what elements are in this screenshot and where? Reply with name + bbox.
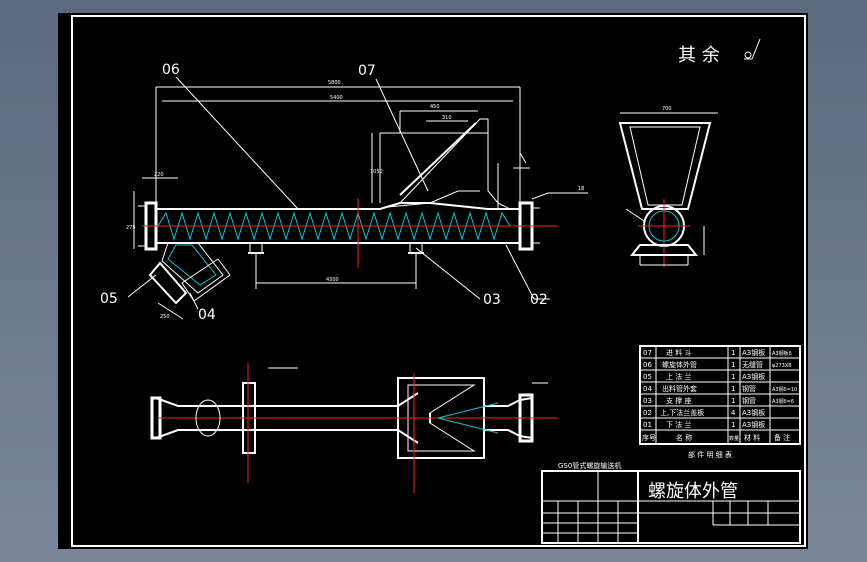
svg-text:1: 1 [731,373,735,381]
surface-roughness-symbol [744,38,761,60]
top-view [150,363,558,493]
title-block [541,470,801,544]
svg-text:无缝管: 无缝管 [742,360,763,369]
part-label-06: 06 [162,62,180,78]
svg-text:A3钢δ=10: A3钢δ=10 [772,386,797,393]
svg-text:A3钢板: A3钢板 [742,348,765,357]
dim-support-span: 4300 [326,277,339,283]
dim-flange-height: 275 [126,225,136,231]
title-block-name: 螺旋体外管 [648,481,738,502]
svg-text:A3钢板: A3钢板 [742,420,765,429]
dim-flange-width: 220 [154,172,164,178]
part-label-03: 03 [483,292,501,308]
svg-text:上 法 兰: 上 法 兰 [666,372,691,381]
dim-hopper-height: 1050 [370,169,383,175]
dim-outlet: 250 [160,314,170,320]
svg-text:06: 06 [643,361,652,369]
svg-text:名 称: 名 称 [676,433,692,442]
svg-text:序号: 序号 [642,433,656,442]
part-label-07: 07 [358,63,376,79]
svg-text:材 料: 材 料 [744,433,760,442]
svg-text:03: 03 [643,397,652,405]
svg-text:05: 05 [643,373,652,381]
svg-text:支 撑 座: 支 撑 座 [666,396,691,405]
dim-end: 18 [578,186,584,192]
svg-text:上,下法兰盖板: 上,下法兰盖板 [660,408,704,417]
svg-text:螺旋体外管: 螺旋体外管 [662,360,697,369]
svg-text:1: 1 [731,361,735,369]
svg-text:φ273X8: φ273X8 [772,363,791,369]
part-label-02: 02 [530,292,548,308]
dim-side-width: 700 [662,106,672,112]
drawing-canvas: 其 余 5800 5400 [71,15,806,547]
front-view: 5800 5400 450 310 1050 [126,76,588,320]
svg-text:1: 1 [731,397,735,405]
svg-text:1: 1 [731,421,735,429]
svg-text:A3钢δ=6: A3钢δ=6 [772,398,794,405]
svg-text:02: 02 [643,409,652,417]
bom-row-7: 01 下 法 兰 1 A3钢板 [643,420,765,429]
dim-overall-length: 5800 [328,80,341,86]
svg-text:备 注: 备 注 [774,433,790,442]
surface-finish-note: 其 余 [678,45,720,66]
drawing-sheet: 其 余 5800 5400 [58,13,808,549]
svg-text:数量: 数量 [729,435,739,442]
svg-text:钢管: 钢管 [742,384,756,393]
support-base-left [248,242,264,254]
part-label-05: 05 [100,291,118,307]
dim-hopper-inner: 310 [442,115,452,121]
svg-text:07: 07 [643,349,652,357]
bom-row-5: 03 支 撑 座 1 钢管 A3钢δ=6 [643,396,794,405]
drawing-frame [71,15,806,547]
svg-text:钢管: 钢管 [742,396,756,405]
dim-inner-length: 5400 [330,95,343,101]
discharge-outlet [148,242,231,305]
part-label-04: 04 [198,307,216,323]
svg-text:4: 4 [731,409,736,417]
bom-row-6: 02 上,下法兰盖板 4 A3钢板 [643,408,765,417]
bill-of-materials: 07 进 料 斗 1 A3钢板 A3钢板δ 06 螺旋体外管 1 无缝管 φ27… [639,345,801,445]
svg-text:出料管外套: 出料管外套 [662,384,697,393]
bom-row-1: 07 进 料 斗 1 A3钢板 A3钢板δ [643,348,792,357]
drawing-subtitle: GS0管式螺旋输送机 [558,461,621,470]
svg-text:A3钢板: A3钢板 [742,408,765,417]
svg-text:01: 01 [643,421,652,429]
dim-hopper-top: 450 [430,104,440,110]
svg-text:进 料 斗: 进 料 斗 [666,348,691,357]
svg-text:1: 1 [731,349,735,357]
side-view: 700 [618,106,718,267]
svg-text:1: 1 [731,385,735,393]
bom-row-3: 05 上 法 兰 1 A3钢板 [643,372,765,381]
svg-text:下 法 兰: 下 法 兰 [666,420,691,429]
bom-row-2: 06 螺旋体外管 1 无缝管 φ273X8 [643,360,791,369]
svg-text:A3钢板: A3钢板 [742,372,765,381]
svg-text:04: 04 [643,385,652,393]
svg-text:A3钢板δ: A3钢板δ [772,350,792,357]
bom-row-4: 04 出料管外套 1 钢管 A3钢δ=10 [643,384,797,393]
bom-header: 序号 名 称 数量 材 料 备 注 [642,433,790,442]
bom-caption: 部 件 明 细 表 [688,450,732,459]
